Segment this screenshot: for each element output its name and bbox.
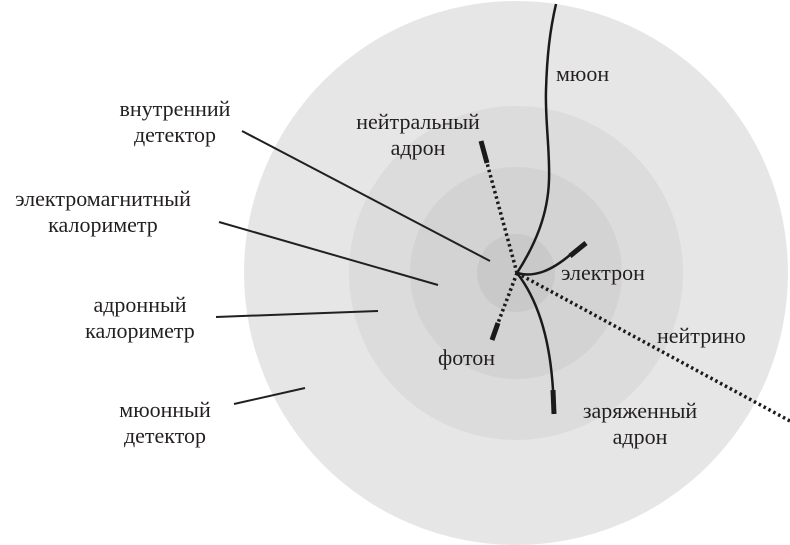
leader-em-calorimeter — [218, 221, 439, 286]
label-photon-line1: фотон — [438, 345, 496, 370]
label-muon: мюон — [556, 61, 609, 87]
charged-hadron-deposit — [550, 389, 557, 415]
label-photon: фотон — [438, 345, 495, 371]
label-hadron-calorimeter-line2: калориметр — [85, 318, 195, 343]
label-charged-hadron-line1: заряженный — [582, 398, 698, 423]
neutral-hadron-deposit — [478, 140, 490, 164]
label-neutral-hadron-line2: адрон — [390, 135, 446, 160]
label-charged-hadron: заряженный адрон — [565, 398, 715, 450]
label-neutral-hadron: нейтральный адрон — [348, 109, 488, 161]
leader-inner-detector — [241, 130, 491, 262]
label-neutrino: нейтрино — [657, 323, 746, 349]
muon-track — [515, 3, 558, 274]
label-em-calorimeter-line2: калориметр — [48, 212, 158, 237]
label-inner-detector: внутренний детектор — [100, 96, 250, 148]
photon-track — [496, 272, 519, 324]
photon-deposit — [489, 322, 501, 341]
neutral-hadron-track — [485, 162, 519, 274]
label-muon-detector: мюонный детектор — [100, 397, 230, 449]
label-hadron-calorimeter-line1: адронный — [93, 292, 187, 317]
label-em-calorimeter-line1: электромагнитный — [15, 186, 191, 211]
label-muon-line1: мюон — [556, 61, 610, 86]
electron-deposit — [568, 241, 588, 258]
label-muon-detector-line1: мюонный — [119, 397, 211, 422]
leader-muon-detector — [233, 387, 306, 405]
label-muon-detector-line2: детектор — [123, 423, 207, 448]
label-electron-line1: электрон — [561, 260, 645, 285]
label-inner-detector-line1: внутренний — [119, 96, 231, 121]
charged-hadron-track — [516, 272, 555, 391]
label-em-calorimeter: электромагнитный калориметр — [0, 186, 208, 238]
label-charged-hadron-line2: адрон — [612, 424, 668, 449]
label-neutral-hadron-line1: нейтральный — [356, 109, 480, 134]
leader-hadron-calorimeter — [215, 310, 379, 318]
label-electron: электрон — [561, 260, 645, 286]
electron-track — [516, 254, 571, 276]
label-hadron-calorimeter: адронный калориметр — [70, 292, 210, 344]
label-inner-detector-line2: детектор — [133, 122, 217, 147]
label-neutrino-line1: нейтрино — [657, 323, 746, 348]
neutrino-track — [516, 271, 790, 423]
